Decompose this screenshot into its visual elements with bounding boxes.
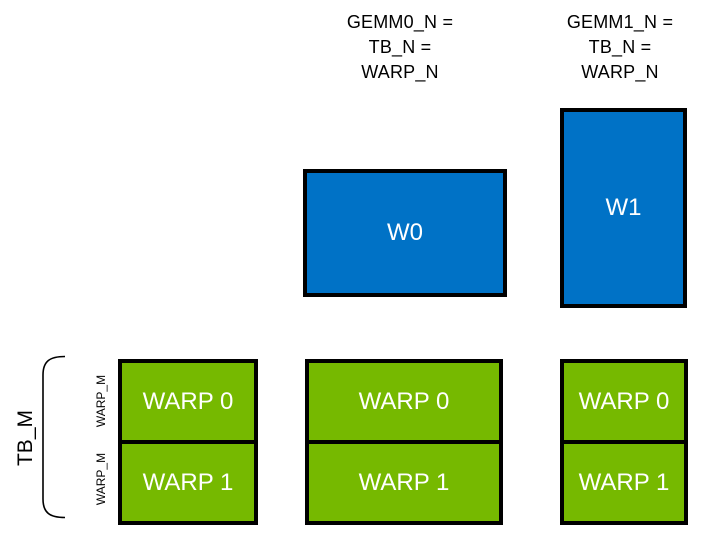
warp-m-row0-label: WARP_M <box>94 374 108 428</box>
gemm0-header-line2: TB_N = <box>368 37 432 57</box>
warp-cell: WARP 1 <box>118 440 258 525</box>
warp-cell: WARP 0 <box>118 359 258 444</box>
blue-tile-w0-label: W0 <box>387 219 423 246</box>
blue-tile-w0: W0 <box>303 169 507 297</box>
warp-cell: WARP 0 <box>305 359 503 444</box>
warp-column-1: WARP 0 WARP 1 <box>305 359 503 525</box>
blue-tile-w1: W1 <box>560 108 687 308</box>
gemm1-header-line3: WARP_N <box>581 62 659 82</box>
warp-cell: WARP 1 <box>560 440 688 525</box>
gemm1-header-line1: GEMM1_N = <box>566 12 674 32</box>
gemm0-column-header: GEMM0_N = TB_N = WARP_N <box>300 10 500 85</box>
warp-m-row1-label: WARP_M <box>94 452 108 506</box>
warp-column-2: WARP 0 WARP 1 <box>560 359 688 525</box>
gemm0-header-line3: WARP_N <box>361 62 439 82</box>
blue-tile-w1-label: W1 <box>605 194 642 221</box>
gemm0-header-line1: GEMM0_N = <box>346 12 454 32</box>
warp-cell: WARP 1 <box>305 440 503 525</box>
gemm1-column-header: GEMM1_N = TB_N = WARP_N <box>525 10 715 85</box>
warp-cell: WARP 0 <box>560 359 688 444</box>
gemm1-header-line2: TB_N = <box>588 37 652 57</box>
tb-m-bracket <box>42 355 66 519</box>
tb-m-label: TB_M <box>14 410 37 467</box>
warp-column-0: WARP 0 WARP 1 <box>118 359 258 525</box>
